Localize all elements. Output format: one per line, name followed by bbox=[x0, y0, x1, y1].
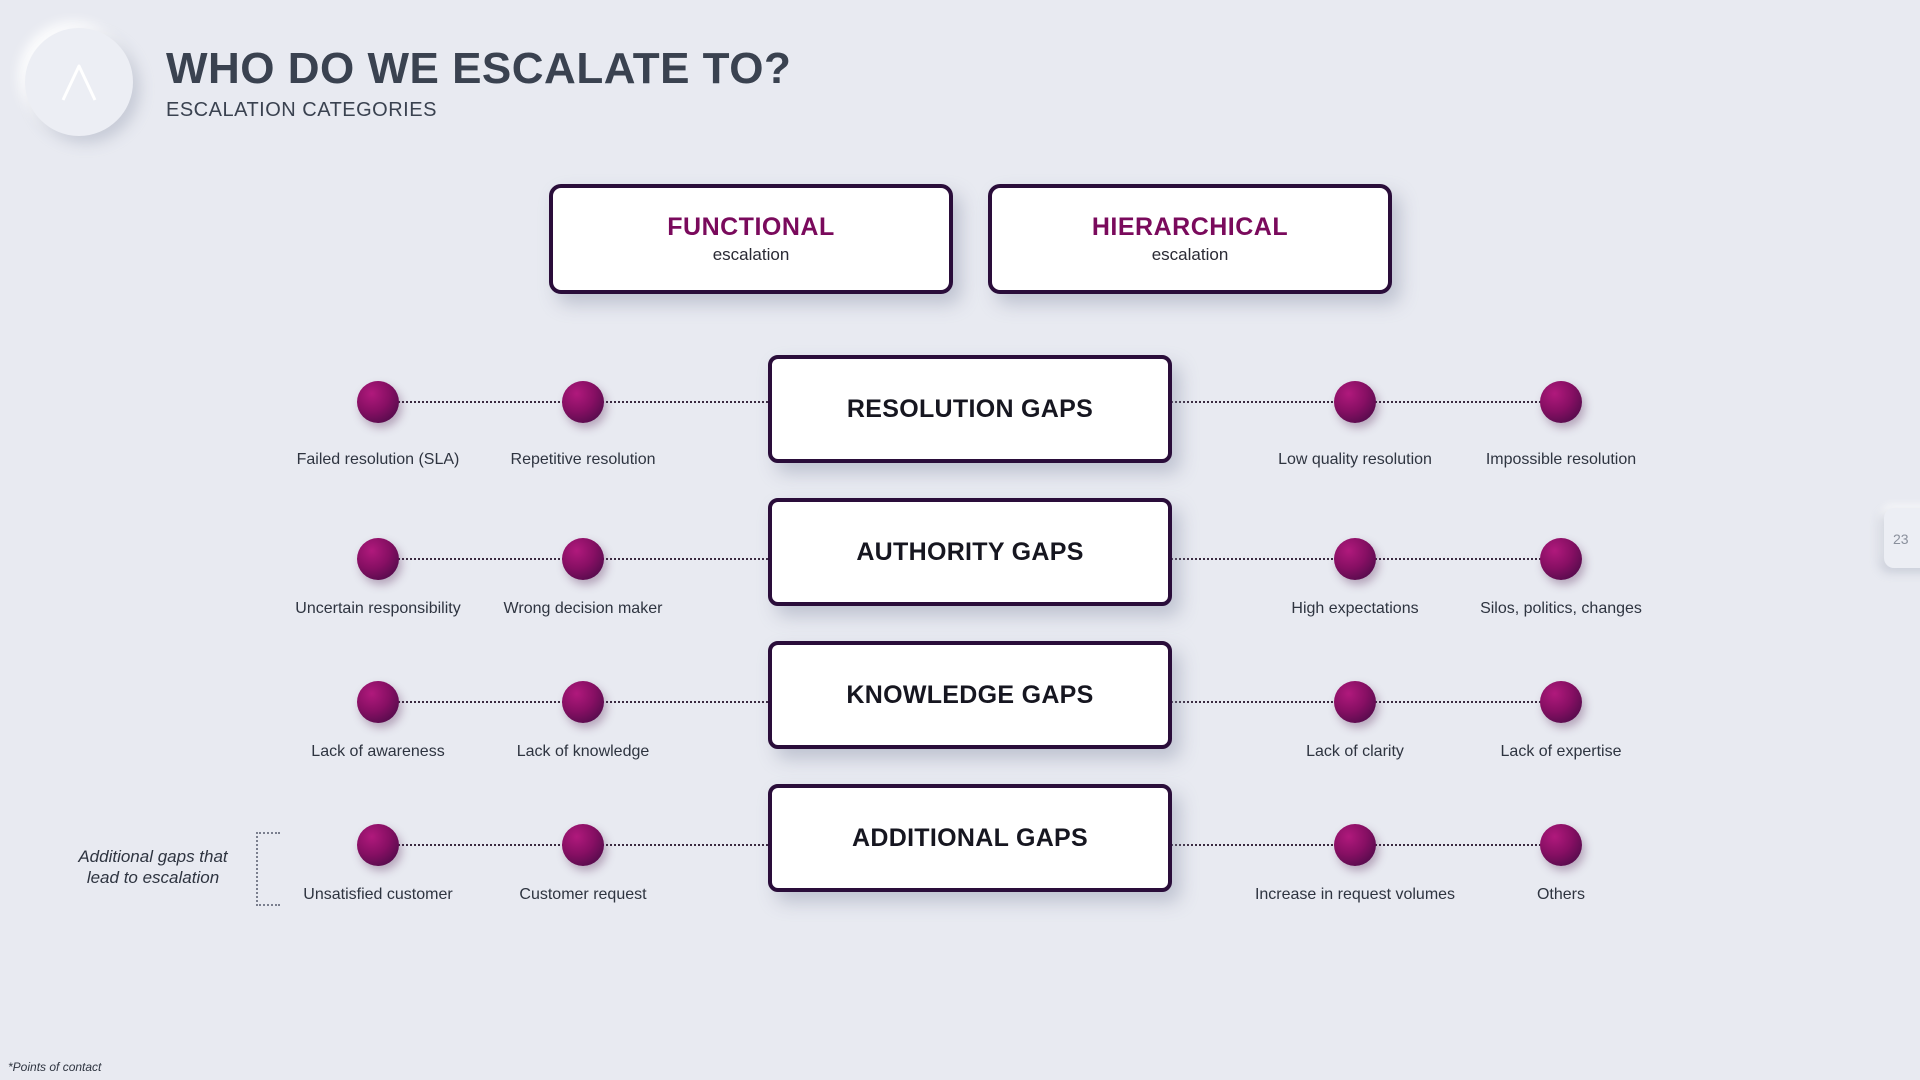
category-subtitle: escalation bbox=[712, 245, 790, 264]
gap-row-additional: Unsatisfied customer Customer request In… bbox=[0, 784, 1920, 924]
gap-item-label: Wrong decision maker bbox=[503, 600, 663, 617]
logo bbox=[25, 28, 133, 136]
gap-item-label: Impossible resolution bbox=[1485, 451, 1637, 468]
gap-item-label: Others bbox=[1536, 886, 1585, 903]
additional-gaps-note: Additional gaps that lead to escalation bbox=[78, 847, 228, 887]
gap-box-additional: ADDITIONAL GAPS bbox=[768, 784, 1172, 892]
gap-dot bbox=[357, 381, 399, 423]
gap-item-label: Lack of expertise bbox=[1500, 743, 1622, 760]
gap-dot bbox=[562, 681, 604, 723]
gap-dot bbox=[1540, 824, 1582, 866]
gap-item-label: Failed resolution (SLA) bbox=[296, 451, 460, 468]
gap-dot bbox=[1540, 681, 1582, 723]
gap-item-label: Lack of clarity bbox=[1306, 743, 1404, 760]
gap-dot bbox=[1334, 381, 1376, 423]
gap-item-label: Unsatisfied customer bbox=[303, 886, 453, 903]
gap-item-label: Silos, politics, changes bbox=[1480, 600, 1642, 617]
category-title: FUNCTIONAL bbox=[667, 213, 835, 241]
gap-dot bbox=[357, 681, 399, 723]
category-hierarchical: HIERARCHICAL escalation bbox=[988, 184, 1392, 294]
page-number-tab[interactable]: 23 bbox=[1884, 508, 1920, 568]
gap-item-label: Increase in request volumes bbox=[1254, 886, 1456, 903]
gap-row-resolution: Failed resolution (SLA) Repetitive resol… bbox=[0, 355, 1920, 495]
category-subtitle: escalation bbox=[1151, 245, 1229, 264]
category-title: HIERARCHICAL bbox=[1091, 213, 1289, 241]
gap-dot bbox=[1540, 381, 1582, 423]
gap-row-knowledge: Lack of awareness Lack of knowledge Lack… bbox=[0, 641, 1920, 781]
gap-dot bbox=[357, 538, 399, 580]
page-subtitle: ESCALATION CATEGORIES bbox=[166, 99, 437, 121]
gap-dot bbox=[562, 538, 604, 580]
footnote: *Points of contact bbox=[8, 1060, 102, 1074]
gap-dot bbox=[357, 824, 399, 866]
gap-box-authority: AUTHORITY GAPS bbox=[768, 498, 1172, 606]
category-functional: FUNCTIONAL escalation bbox=[549, 184, 953, 294]
page-number: 23 bbox=[1893, 531, 1909, 547]
gap-item-label: Uncertain responsibility bbox=[295, 600, 461, 617]
gap-row-authority: Uncertain responsibility Wrong decision … bbox=[0, 498, 1920, 638]
gap-box-resolution: RESOLUTION GAPS bbox=[768, 355, 1172, 463]
gap-item-label: Customer request bbox=[519, 886, 647, 903]
gap-box-knowledge: KNOWLEDGE GAPS bbox=[768, 641, 1172, 749]
note-bracket bbox=[256, 832, 280, 906]
gap-dot bbox=[1334, 538, 1376, 580]
chevron-up-logo-icon bbox=[61, 64, 97, 101]
gap-dot bbox=[1334, 681, 1376, 723]
page-title: WHO DO WE ESCALATE TO? bbox=[166, 44, 792, 93]
gap-item-label: Low quality resolution bbox=[1278, 451, 1432, 468]
gap-item-label: Lack of awareness bbox=[311, 743, 445, 760]
gap-dot bbox=[562, 824, 604, 866]
gap-dot bbox=[1540, 538, 1582, 580]
gap-dot bbox=[1334, 824, 1376, 866]
gap-item-label: High expectations bbox=[1291, 600, 1419, 617]
gap-item-label: Lack of knowledge bbox=[516, 743, 650, 760]
gap-dot bbox=[562, 381, 604, 423]
gap-item-label: Repetitive resolution bbox=[510, 451, 656, 468]
